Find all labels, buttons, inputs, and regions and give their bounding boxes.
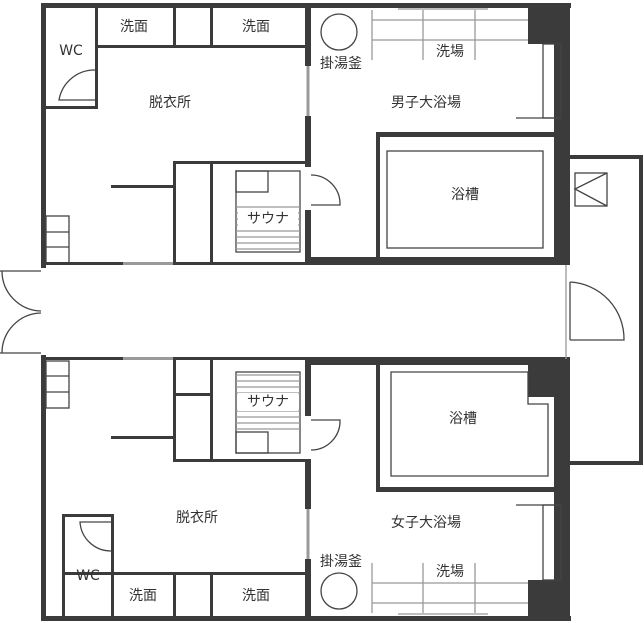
- washing-grid: [371, 8, 562, 119]
- washbasin-label: 洗面: [242, 588, 270, 604]
- tub: [390, 371, 549, 477]
- washbasin-label: 洗面: [129, 588, 157, 604]
- door-icon: [569, 281, 625, 341]
- kettle-label: 掛湯釜: [320, 553, 362, 570]
- kettle-label: 掛湯釜: [320, 55, 362, 72]
- washbasin-label: 洗面: [120, 19, 148, 35]
- dressing-room-label: 脱衣所: [149, 95, 191, 111]
- sauna-label: サウナ: [247, 211, 289, 227]
- dressing-room-label: 脱衣所: [176, 510, 218, 526]
- wc-label: WC: [76, 568, 100, 584]
- outer-walls: [41, 3, 571, 621]
- wc-label: WC: [59, 43, 83, 59]
- entrance-doors[interactable]: [0, 270, 42, 354]
- sauna-bench: [235, 371, 301, 454]
- men-section: [41, 3, 570, 265]
- tub: [386, 150, 544, 249]
- annex: [565, 155, 643, 465]
- kettle-icon: [320, 13, 358, 51]
- washing-area-label: 洗場: [436, 564, 464, 580]
- mens-bath-label: 男子大浴場: [391, 95, 461, 111]
- tub-label: 浴槽: [449, 411, 477, 427]
- electric-panel-icon: [573, 172, 608, 207]
- washing-grid: [371, 504, 562, 615]
- washbasin-label: 洗面: [242, 19, 270, 35]
- sauna-label: サウナ: [247, 394, 289, 410]
- room-labels: WC 洗面 洗面 脱衣所 サウナ 掛湯釜 洗場 男子大浴場 浴槽 WC 洗面 洗…: [59, 19, 479, 604]
- washing-area-label: 洗場: [436, 44, 464, 60]
- kettle-icon: [320, 572, 358, 610]
- tub-label: 浴槽: [451, 187, 479, 203]
- womens-bath-label: 女子大浴場: [391, 514, 461, 531]
- women-section: [41, 357, 570, 621]
